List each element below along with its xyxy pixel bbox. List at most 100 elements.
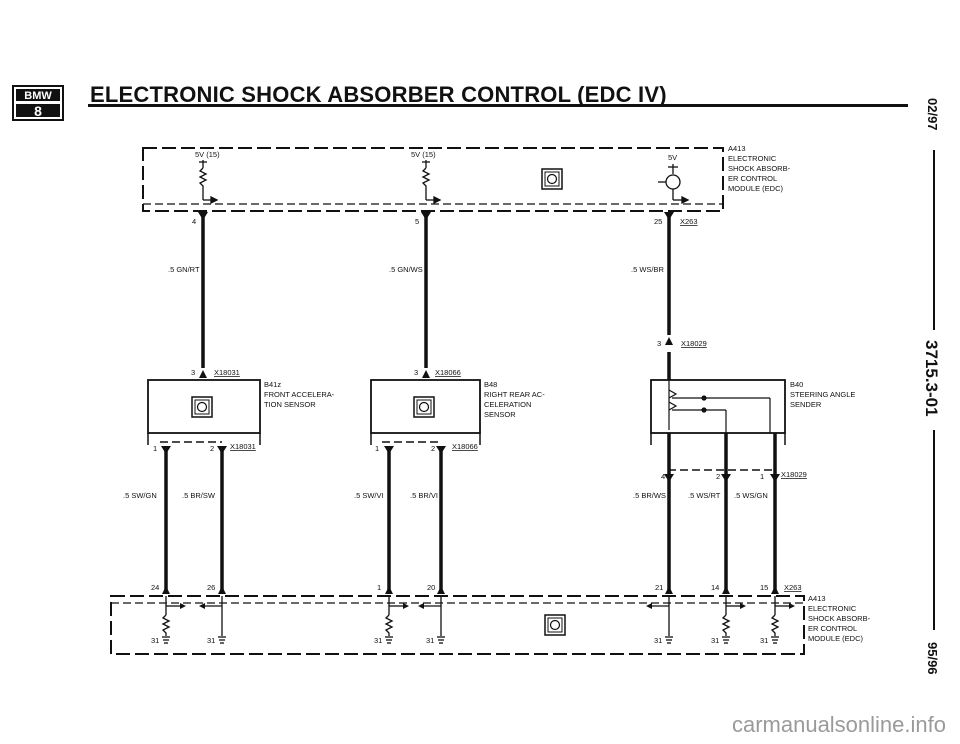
side-timeline: 02/97 3715.3-01 95/96 [922, 98, 941, 675]
module-top: A413 ELECTRONIC SHOCK ABSORB- ER CONTROL… [142, 144, 791, 212]
series-mark: 8 [34, 103, 42, 119]
sensor-3-line-3: SENDER [790, 400, 822, 409]
connector-x18031-in: X18031 [214, 368, 240, 377]
date-top: 02/97 [925, 98, 940, 131]
bottom-control-unit-icon [544, 614, 566, 636]
sensor-3-line-2: STEERING ANGLE [790, 390, 855, 399]
wire-gn-ws: .5 GN/WS [389, 265, 423, 274]
ground-label-6: 31 [711, 636, 719, 645]
pin-bottom-26: 26 [207, 583, 215, 592]
sensor-right-rear-acceleration: 3 X18066 B48 RIGHT REAR AC- CELERATION S… [370, 368, 545, 445]
module-bottom-line-5: MODULE (EDC) [808, 634, 864, 643]
pin-bottom-14: 14 [711, 583, 719, 592]
module-top-line-1: A413 [728, 144, 746, 153]
pin-x18029-3: 3 [657, 339, 661, 348]
brand-label: BMW [24, 90, 52, 102]
module-top-line-2: ELECTRONIC [728, 154, 777, 163]
sensor-2-line-1: B48 [484, 380, 497, 389]
pin-s1-1: 1 [153, 444, 157, 453]
wire-sw-gn: .5 SW/GN [123, 491, 157, 500]
pullup-mid [421, 160, 442, 205]
module-top-line-3: SHOCK ABSORB- [728, 164, 791, 173]
sensor-2-line-4: SENSOR [484, 410, 516, 419]
connector-x18029-upper: X18029 [681, 339, 707, 348]
bmw-8-series-logo: BMW 8 [12, 85, 64, 121]
connector-x263-top: X263 [680, 217, 698, 226]
pin-s2-1: 1 [375, 444, 379, 453]
wire-sw-vi: .5 SW/VI [354, 491, 384, 500]
pin-top-4: 4 [192, 217, 196, 226]
page-title: ELECTRONIC SHOCK ABSORBER CONTROL (EDC I… [90, 82, 667, 107]
module-top-line-4: ER CONTROL [728, 174, 777, 183]
watermark: carmanualsonline.info [731, 712, 946, 737]
wire-br-sw: .5 BR/SW [182, 491, 216, 500]
supply-mid-label: 5V (15) [411, 150, 436, 159]
sensor-out-arrows [161, 446, 780, 482]
module-bottom-line-4: ER CONTROL [808, 624, 857, 633]
bottom-pin-arrows [162, 586, 779, 594]
wire-ws-rt: .5 WS/RT [688, 491, 721, 500]
pin-s1-2: 2 [210, 444, 214, 453]
module-bottom: A413 ELECTRONIC SHOCK ABSORB- ER CONTROL… [110, 594, 871, 655]
pin-x18066-3: 3 [414, 368, 418, 377]
wire-gn-rt: .5 GN/RT [168, 265, 200, 274]
wire-ws-gn: .5 WS/GN [734, 491, 768, 500]
supply-right-label: 5V [668, 153, 677, 162]
bottom-internal-circuits [161, 596, 789, 636]
pin-top-25: 25 [654, 217, 662, 226]
supply-left-label: 5V (15) [195, 150, 220, 159]
module-top-line-5: MODULE (EDC) [728, 184, 784, 193]
pullup-left [198, 160, 219, 205]
module-bottom-line-1: A413 [808, 594, 826, 603]
connector-x263-bottom: X263 [784, 583, 802, 592]
pin-x18031-3: 3 [191, 368, 195, 377]
sensor-1-line-1: B41z [264, 380, 281, 389]
transistor-right [658, 164, 690, 205]
sensor-2-line-2: RIGHT REAR AC- [484, 390, 545, 399]
connector-x18066-in: X18066 [435, 368, 461, 377]
ground-label-5: 31 [654, 636, 662, 645]
sensor-output-connectors [160, 441, 776, 471]
ground-label-7: 31 [760, 636, 768, 645]
module-bottom-line-3: SHOCK ABSORB- [808, 614, 871, 623]
pin-bottom-24: 24 [151, 583, 159, 592]
wire-br-vi: .5 BR/VI [410, 491, 438, 500]
header: BMW 8 ELECTRONIC SHOCK ABSORBER CONTROL … [0, 0, 960, 130]
ground-icons [162, 636, 779, 644]
sensor-1-line-2: FRONT ACCELERA- [264, 390, 335, 399]
pin-s3-2: 2 [716, 472, 720, 481]
pin-bottom-21: 21 [655, 583, 663, 592]
ground-label-4: 31 [426, 636, 434, 645]
pin-s2-2: 2 [431, 444, 435, 453]
sensor-2-line-3: CELERATION [484, 400, 531, 409]
sensor-front-acceleration: 3 X18031 B41z FRONT ACCELERA- TION SENSO… [147, 368, 335, 445]
sensor-3-line-1: B40 [790, 380, 803, 389]
top-pin-arrows [198, 212, 674, 220]
title-rule [88, 104, 908, 107]
connector-x18031-out: X18031 [230, 442, 256, 451]
pin-bottom-15: 15 [760, 583, 768, 592]
sensor-steering-angle: B40 STEERING ANGLE SENDER [650, 379, 855, 445]
control-unit-icon [541, 168, 563, 190]
connector-x18029-out: X18029 [781, 470, 807, 479]
module-bottom-line-2: ELECTRONIC [808, 604, 857, 613]
date-bottom: 95/96 [925, 642, 940, 675]
bottom-wires [164, 433, 777, 594]
bottom-internal-arrows [180, 603, 795, 609]
pin-top-5: 5 [415, 217, 419, 226]
pin-bottom-1: 1 [377, 583, 381, 592]
ground-label-2: 31 [207, 636, 215, 645]
ground-label-1: 31 [151, 636, 159, 645]
wire-ws-br: .5 WS/BR [631, 265, 665, 274]
top-wires [201, 214, 671, 380]
doc-number: 3715.3-01 [922, 340, 941, 417]
wire-br-ws: .5 BR/WS [633, 491, 666, 500]
x18029-upper-arrow [665, 337, 673, 345]
ground-label-3: 31 [374, 636, 382, 645]
sensor-1-line-3: TION SENSOR [264, 400, 316, 409]
connector-x18066-out: X18066 [452, 442, 478, 451]
pin-s3-4: 4 [661, 472, 665, 481]
pin-s3-1: 1 [760, 472, 764, 481]
pin-bottom-20: 20 [427, 583, 435, 592]
